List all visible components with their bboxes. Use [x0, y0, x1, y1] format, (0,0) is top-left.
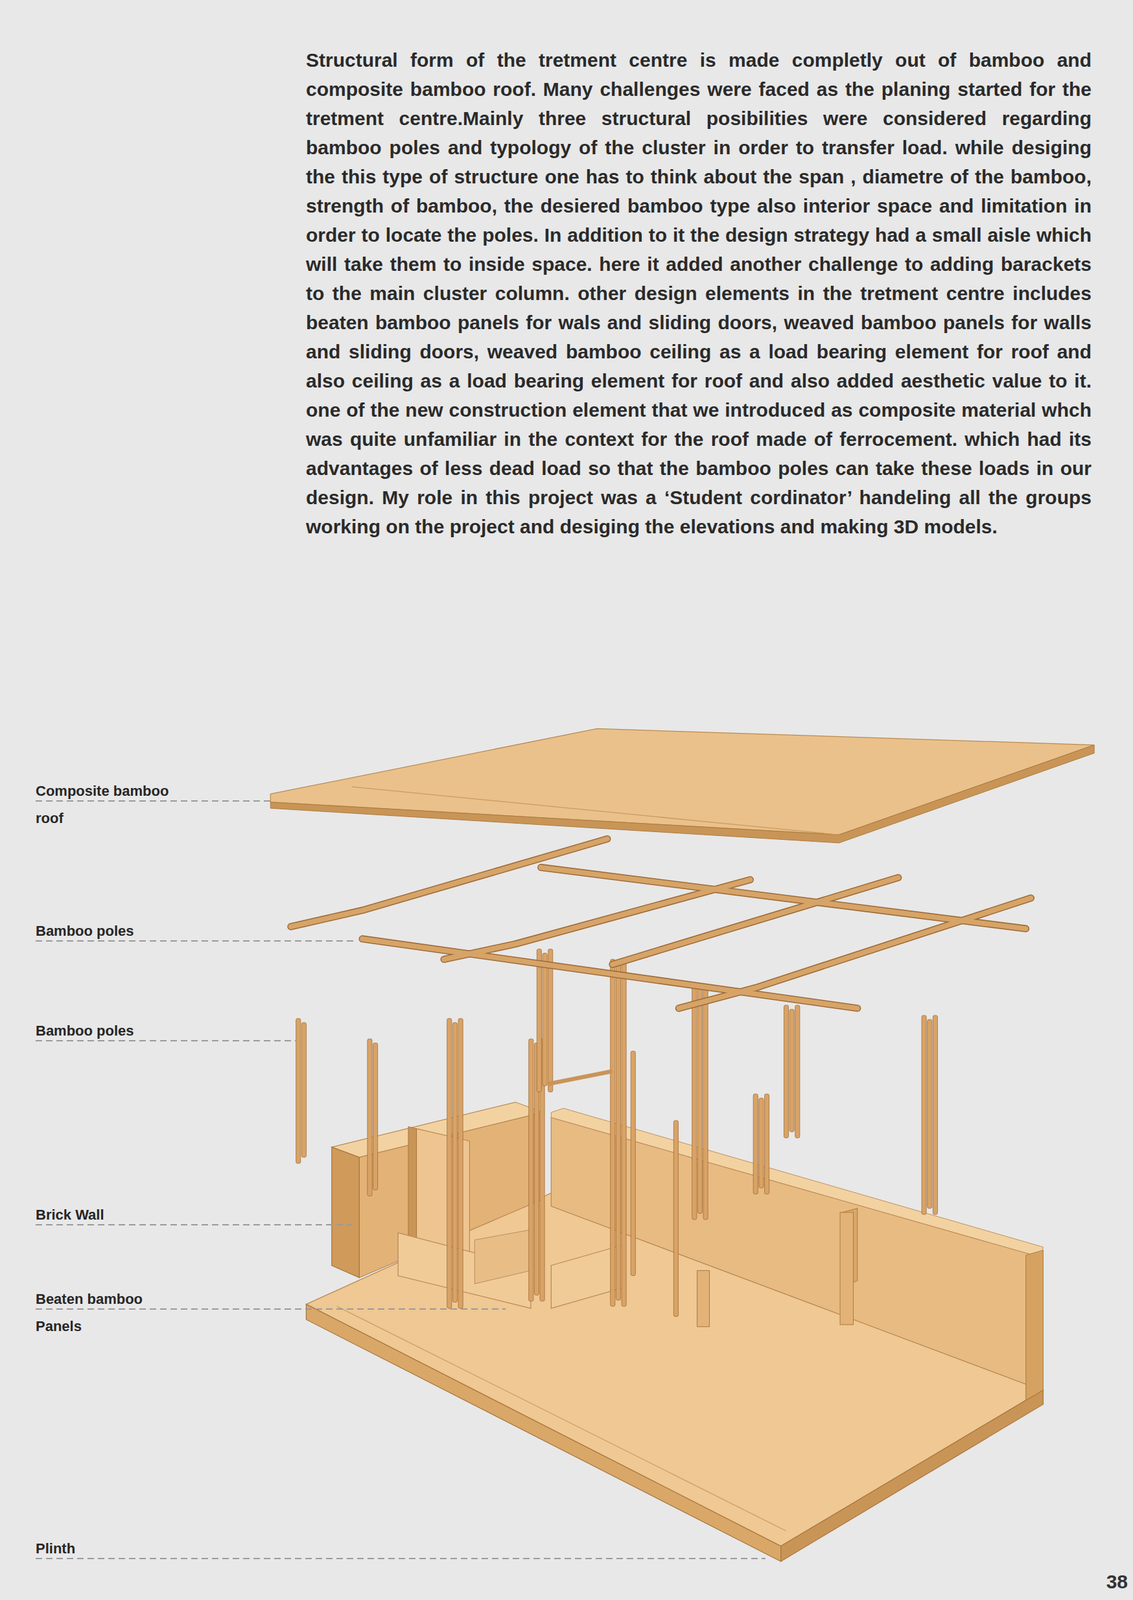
bamboo-pole — [697, 989, 702, 1214]
bamboo-pole — [921, 1015, 927, 1215]
roof-edge — [270, 745, 1095, 844]
bamboo-beam-outline — [362, 939, 858, 1009]
leader-line — [35, 1308, 506, 1310]
bamboo-pole — [703, 985, 708, 1220]
bamboo-pole — [542, 953, 548, 1087]
leader-line — [35, 1558, 766, 1560]
bamboo-beam-outline — [678, 898, 1031, 1009]
callout-label: Brick Wall — [35, 1201, 231, 1229]
bamboo-pole — [367, 1039, 373, 1197]
bamboo-pole — [759, 1097, 764, 1189]
page-number: 38 — [1095, 1571, 1128, 1594]
roof — [270, 728, 1095, 835]
bamboo-pole — [783, 1005, 789, 1139]
bamboo-pole — [296, 1018, 301, 1165]
bamboo-pole — [932, 1015, 938, 1215]
bamboo-beam — [362, 939, 858, 1009]
bamboo-pole — [795, 1005, 800, 1139]
bamboo-pole — [764, 1094, 770, 1194]
roof-fold — [351, 786, 839, 835]
brick-wall-end — [1026, 1250, 1044, 1401]
bamboo-pole — [630, 1051, 636, 1276]
bamboo-pole — [673, 1120, 678, 1317]
bamboo-pole — [458, 1018, 463, 1309]
bamboo-beam — [443, 879, 750, 960]
callout-label: Bamboo poles — [35, 1017, 231, 1045]
bamboo-pole — [528, 1039, 534, 1302]
bamboo-beam — [612, 877, 899, 965]
callout-label: Composite bamboo roof — [35, 777, 176, 833]
callout-label: Beaten bamboo Panels — [35, 1285, 176, 1341]
bamboo-pole — [373, 1042, 378, 1191]
callout-label: Plinth — [35, 1535, 231, 1563]
plinth-front — [305, 1304, 781, 1563]
bamboo-pole — [301, 1022, 306, 1158]
beaten-bamboo-panel — [474, 1230, 531, 1285]
brick-wall-left-front — [331, 1147, 360, 1279]
bamboo-beam-outline — [443, 879, 750, 960]
bamboo-pole — [927, 1019, 933, 1209]
bamboo-pole — [621, 959, 627, 1307]
bamboo-pole — [753, 1094, 758, 1194]
leader-line — [35, 800, 271, 802]
plinth-side — [781, 1390, 1044, 1563]
bamboo-pole — [452, 1022, 457, 1303]
leader-line — [35, 940, 358, 942]
bamboo-beam — [291, 838, 608, 927]
post — [840, 1212, 853, 1325]
bamboo-pole — [610, 959, 616, 1307]
post — [697, 1271, 710, 1328]
body-text: Structural form of the tretment centre i… — [305, 45, 1092, 542]
bamboo-pole — [536, 949, 542, 1093]
bamboo-pole — [548, 949, 553, 1093]
bamboo-beam — [678, 898, 1031, 1009]
bracket — [548, 1072, 610, 1085]
leader-line — [35, 1040, 297, 1042]
leader-line — [35, 1224, 352, 1226]
bamboo-pole — [692, 985, 697, 1220]
bamboo-pole — [447, 1018, 452, 1309]
bamboo-pole — [615, 963, 621, 1301]
callout-label: Bamboo poles — [35, 917, 231, 946]
bamboo-pole — [789, 1009, 795, 1132]
plinth-edge — [337, 1306, 787, 1531]
bamboo-beam-outline — [291, 838, 608, 927]
bamboo-beam-outline — [612, 877, 899, 965]
